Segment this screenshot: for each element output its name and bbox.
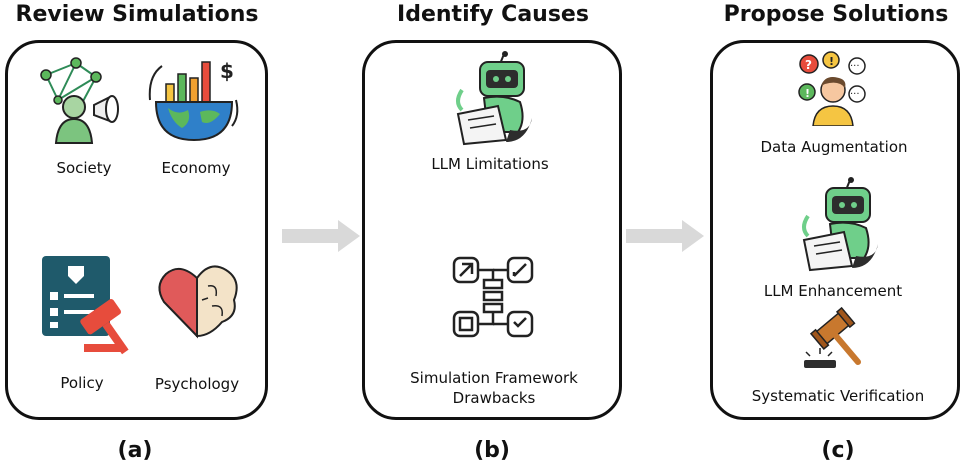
data-augmentation-label: Data Augmentation (760, 138, 908, 156)
framework-label-line1: Simulation Framework (410, 369, 578, 387)
policy-label: Policy (60, 374, 104, 392)
robot-icon (456, 51, 532, 146)
panel-c-caption: (c) (821, 438, 855, 463)
arrow-right-icon (282, 220, 360, 252)
svg-text:···: ··· (850, 89, 860, 100)
panel-b-title: Identify Causes (397, 2, 589, 27)
svg-text:!: ! (805, 87, 810, 100)
panel-b-caption: (b) (474, 438, 510, 463)
systematic-verification-label: Systematic Verification (751, 387, 925, 405)
panel-identify-causes (362, 40, 622, 420)
economy-label: Economy (161, 159, 231, 177)
robot-icon (802, 177, 878, 272)
society-label: Society (56, 159, 112, 177)
llm-enhancement-label: LLM Enhancement (763, 282, 903, 300)
panel-a-caption: (a) (117, 438, 153, 463)
gavel-icon (804, 306, 861, 368)
framework-label-line2: Drawbacks (452, 389, 536, 407)
llm-limitations-label: LLM Limitations (431, 155, 549, 173)
arrow-right-icon (626, 220, 704, 252)
panel-a-title: Review Simulations (15, 2, 259, 27)
policy-icon (42, 256, 129, 355)
society-icon (40, 57, 119, 144)
confused-person-icon: ? ! ··· ! ··· (798, 51, 866, 126)
svg-text:?: ? (805, 58, 812, 72)
svg-text:!: ! (829, 55, 834, 68)
economy-icon: $ (148, 59, 239, 142)
psychology-icon (158, 265, 238, 339)
psychology-label: Psychology (154, 375, 240, 393)
framework-icon (452, 256, 534, 338)
svg-text:···: ··· (850, 61, 860, 72)
svg-text:$: $ (220, 59, 234, 83)
panel-c-title: Propose Solutions (723, 2, 949, 27)
